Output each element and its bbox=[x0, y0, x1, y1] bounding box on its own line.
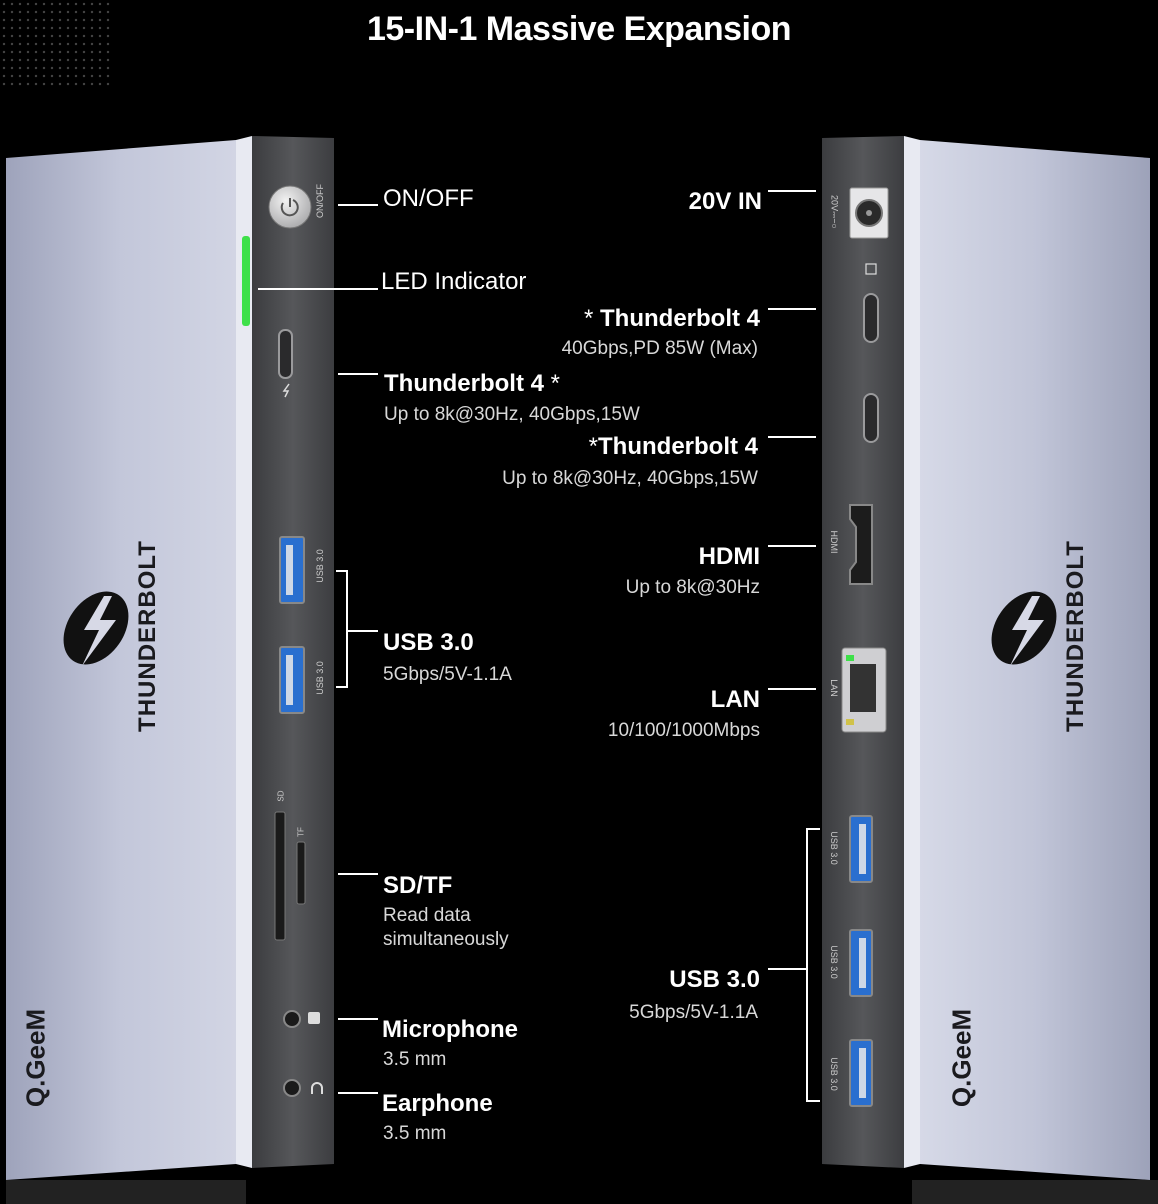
tf-slot bbox=[296, 841, 306, 905]
port-label-usb-left-1: USB 3.0 bbox=[315, 549, 325, 583]
brand-logo-right: Q.GeeM bbox=[946, 1008, 977, 1108]
right-dock-shell bbox=[904, 136, 1158, 1204]
port-label-dc: 20V⎓−○ bbox=[829, 195, 840, 229]
microphone-jack bbox=[283, 1010, 301, 1028]
thunderbolt-logo-right bbox=[991, 591, 1057, 666]
callout-mic-title: Microphone bbox=[382, 1016, 518, 1043]
callout-sdtf-sub2: simultaneously bbox=[383, 929, 509, 950]
callout-usb-right-sub: 5Gbps/5V-1.1A bbox=[629, 1002, 758, 1023]
callout-hdmi-title: HDMI bbox=[698, 543, 760, 570]
callout-tb4-right-1: * Thunderbolt 4 bbox=[584, 305, 760, 333]
leader-line-usb-left bbox=[346, 630, 378, 632]
callout-tb4-left-star: * bbox=[550, 370, 560, 397]
port-label-usb-right-3: USB 3.0 bbox=[829, 1057, 839, 1091]
callout-tb4-left-title: Thunderbolt 4 bbox=[384, 370, 544, 397]
callout-power: 20V IN bbox=[689, 188, 762, 216]
laptop-icon bbox=[865, 263, 877, 275]
callout-sdtf: SD/TF bbox=[383, 872, 452, 900]
port-label-hdmi: HDMI bbox=[829, 530, 839, 554]
leader-line-lan bbox=[768, 688, 816, 690]
bracket-top-right bbox=[806, 828, 820, 830]
hdmi-port bbox=[849, 504, 873, 585]
callout-usb-right-title: USB 3.0 bbox=[669, 966, 760, 993]
leader-line-tb4-left bbox=[338, 373, 378, 375]
earphone-jack bbox=[283, 1079, 301, 1097]
thunderbolt-wordmark-right: THUNDERBOLT bbox=[1062, 540, 1089, 732]
callout-usb-left-sub: 5Gbps/5V-1.1A bbox=[383, 664, 512, 685]
callout-ear-title: Earphone bbox=[382, 1090, 493, 1117]
thunderbolt-port-left bbox=[278, 329, 293, 379]
port-label-lan: LAN bbox=[829, 679, 839, 697]
leader-line-ear bbox=[338, 1092, 378, 1094]
port-label-usb-left-2: USB 3.0 bbox=[315, 661, 325, 695]
callout-tb4-right-1-star: * bbox=[584, 305, 594, 332]
callout-onoff: ON/OFF bbox=[383, 185, 474, 212]
leader-line-usb-right bbox=[768, 968, 808, 970]
page-title: 15-IN-1 Massive Expansion bbox=[366, 10, 792, 48]
leader-line-sdtf bbox=[338, 873, 378, 875]
thunderbolt-wordmark-left: THUNDERBOLT bbox=[134, 540, 161, 732]
callout-lan-title: LAN bbox=[710, 686, 760, 713]
callout-ear-sub: 3.5 mm bbox=[383, 1123, 447, 1144]
led-indicator bbox=[242, 236, 250, 326]
bracket-usb-right bbox=[806, 828, 808, 1102]
callout-hdmi-sub: Up to 8k@30Hz bbox=[625, 577, 760, 598]
port-label-usb-right-1: USB 3.0 bbox=[829, 831, 839, 865]
port-label-usb-right-2: USB 3.0 bbox=[829, 945, 839, 979]
leader-line-power bbox=[768, 190, 816, 192]
thunderbolt-logo-left bbox=[63, 591, 129, 666]
port-label-sd: SD bbox=[276, 790, 286, 802]
callout-sdtf-title: SD/TF bbox=[383, 872, 453, 899]
callout-tb4-left-sub: Up to 8k@30Hz, 40Gbps,15W bbox=[384, 404, 640, 425]
callout-mic: Microphone bbox=[382, 1016, 518, 1044]
callout-usb-right: USB 3.0 bbox=[669, 966, 760, 994]
callout-hdmi: HDMI bbox=[699, 543, 760, 571]
thunderbolt-icon bbox=[282, 383, 290, 398]
sd-slot bbox=[274, 811, 286, 941]
port-label-tf: TF bbox=[296, 827, 306, 837]
bracket-top bbox=[336, 570, 348, 572]
leader-line-tb4-right-2 bbox=[768, 436, 816, 438]
leader-line-onoff bbox=[338, 204, 378, 206]
callout-tb4-right-2-title: Thunderbolt 4 bbox=[598, 433, 758, 460]
callout-power-title: 20V IN bbox=[688, 188, 762, 215]
leader-line-mic bbox=[338, 1018, 378, 1020]
brand-logo-left: Q.GeeM bbox=[20, 1008, 51, 1108]
callout-led: LED Indicator bbox=[381, 268, 527, 295]
callout-tb4-right-2-sub: Up to 8k@30Hz, 40Gbps,15W bbox=[502, 468, 758, 489]
decorative-dot-pattern bbox=[0, 0, 110, 90]
thunderbolt-port-right-2 bbox=[863, 393, 879, 443]
callout-tb4-right-1-sub: 40Gbps,PD 85W (Max) bbox=[561, 338, 758, 359]
callout-usb-left: USB 3.0 bbox=[383, 629, 474, 657]
leader-line-led bbox=[258, 288, 378, 290]
leader-line-hdmi bbox=[768, 545, 816, 547]
power-icon bbox=[280, 199, 299, 217]
callout-tb4-left: Thunderbolt 4 * bbox=[384, 370, 560, 398]
microphone-icon bbox=[308, 1012, 320, 1024]
callout-lan-sub: 10/100/1000Mbps bbox=[607, 720, 760, 741]
callout-tb4-right-2: *Thunderbolt 4 bbox=[589, 433, 758, 461]
callout-lan: LAN bbox=[711, 686, 760, 714]
bracket-bottom bbox=[336, 686, 348, 688]
callout-usb-left-title: USB 3.0 bbox=[383, 629, 474, 656]
left-dock-port-panel bbox=[242, 136, 334, 1168]
right-dock-port-panel bbox=[822, 136, 904, 1168]
thunderbolt-port-right-1 bbox=[863, 293, 879, 343]
bracket-usb-left bbox=[346, 570, 348, 688]
callout-tb4-right-1-title: Thunderbolt 4 bbox=[600, 305, 760, 332]
callout-sdtf-sub1: Read data bbox=[383, 905, 471, 926]
callout-mic-sub: 3.5 mm bbox=[383, 1049, 447, 1070]
port-label-onoff: ON/OFF bbox=[315, 184, 325, 218]
headphone-icon bbox=[311, 1082, 323, 1094]
left-dock-shell bbox=[6, 136, 252, 1204]
bracket-bottom-right bbox=[806, 1100, 820, 1102]
callout-tb4-right-2-star: * bbox=[588, 433, 599, 460]
callout-ear: Earphone bbox=[382, 1090, 493, 1118]
leader-line-tb4-right-1 bbox=[768, 308, 816, 310]
